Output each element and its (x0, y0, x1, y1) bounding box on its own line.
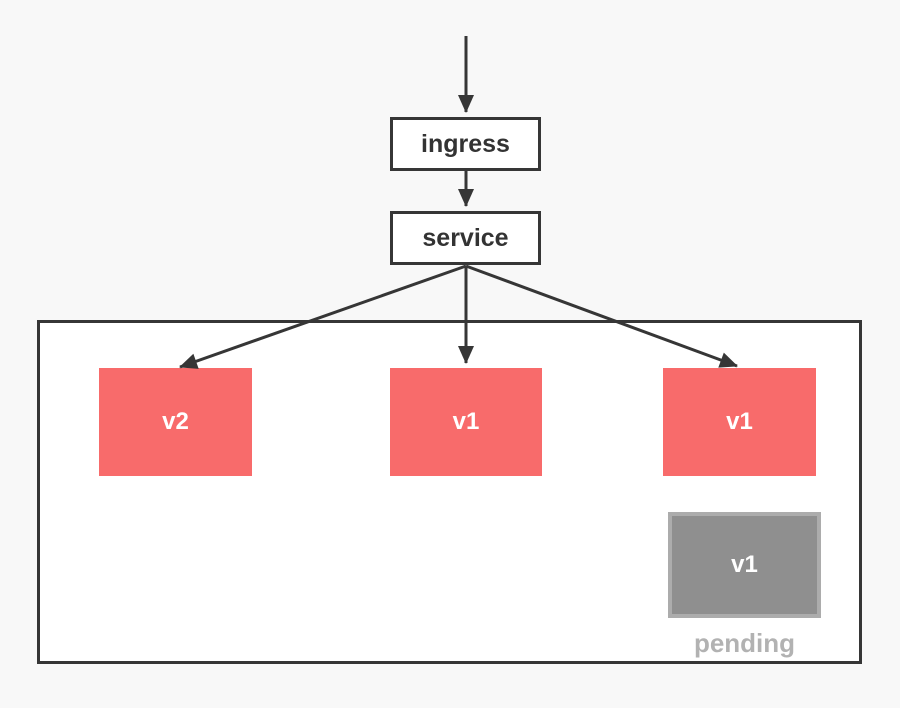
pod-v2: v2 (99, 368, 252, 476)
ingress-node: ingress (390, 117, 541, 171)
service-node: service (390, 211, 541, 265)
pod-v1-pending-label: v1 (731, 551, 758, 578)
pod-v2-label: v2 (162, 408, 189, 435)
pod-v1-middle: v1 (390, 368, 542, 476)
pod-v1-middle-label: v1 (452, 408, 480, 435)
pod-v1-right: v1 (663, 368, 816, 476)
ingress-node-label: ingress (421, 129, 510, 158)
pod-v1-pending: v1 (668, 512, 821, 618)
pending-status-label: pending (693, 628, 796, 658)
service-node-label: service (422, 223, 509, 252)
pod-v1-right-label: v1 (726, 408, 753, 435)
